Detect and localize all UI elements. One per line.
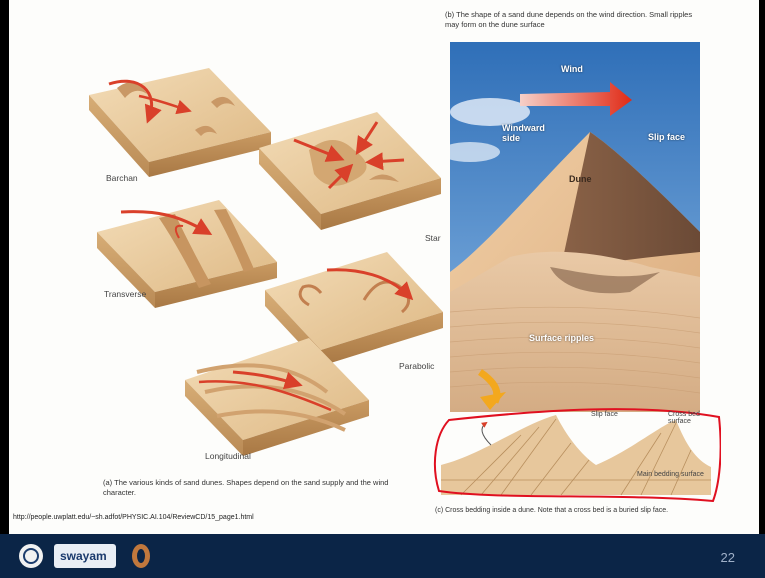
- barchan-label: Barchan: [106, 173, 138, 183]
- star-block: [259, 112, 441, 230]
- barchan-block: [89, 68, 271, 177]
- swayam-logo-text: swayam: [60, 549, 107, 563]
- footer-bar: swayam 22: [0, 534, 765, 578]
- dune-photo: [450, 42, 700, 412]
- institute-logo-icon: [18, 543, 44, 569]
- page-number: 22: [721, 550, 735, 565]
- swayam-logo: swayam: [54, 544, 116, 568]
- longitudinal-label: Longitudinal: [205, 451, 251, 461]
- panel-a-caption: (a) The various kinds of sand dunes. Sha…: [103, 478, 393, 498]
- panel-b-caption: (b) The shape of a sand dune depends on …: [445, 10, 695, 30]
- panel-c-caption: (c) Cross bedding inside a dune. Note th…: [435, 506, 675, 516]
- windward-side-label: Windward side: [502, 123, 552, 143]
- transverse-label: Transverse: [104, 289, 146, 299]
- dune-label: Dune: [569, 174, 592, 184]
- slide: Barchan Star Transverse Parabolic Longit…: [9, 0, 759, 534]
- slip-face-photo-label: Slip face: [648, 132, 685, 142]
- wind-label: Wind: [561, 64, 583, 74]
- star-label: Star: [425, 233, 441, 243]
- main-bedding-label: Main bedding surface: [637, 471, 707, 478]
- cross-bed-label: Cross bed surface: [668, 411, 712, 425]
- source-url: http://people.uwplatt.edu/~sh.adfot/PHYS…: [13, 514, 254, 521]
- parabolic-label: Parabolic: [399, 361, 434, 371]
- surface-ripples-label: Surface ripples: [529, 333, 594, 343]
- emblem-icon: [130, 543, 152, 569]
- slip-face-diagram-label: Slip face: [591, 411, 618, 418]
